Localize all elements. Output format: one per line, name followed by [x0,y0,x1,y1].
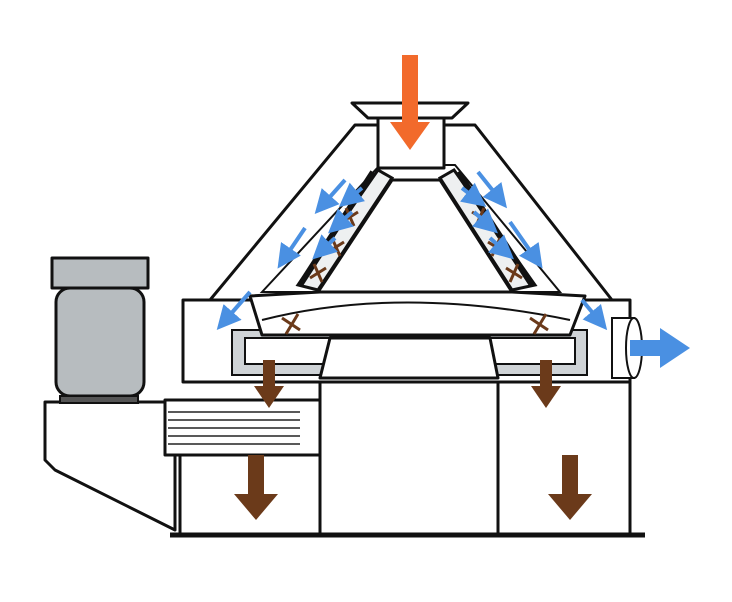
belt-drive-housing [43,398,322,532]
feed-inflow-arrow [390,55,430,150]
product-discharge-arrows [234,360,592,520]
air-exhaust-arrow [630,328,690,368]
air-flow-arrows [216,170,608,331]
central-shaft [318,336,500,380]
inner-cone [248,178,587,337]
belt-pulley [168,411,300,445]
motor [50,256,150,404]
